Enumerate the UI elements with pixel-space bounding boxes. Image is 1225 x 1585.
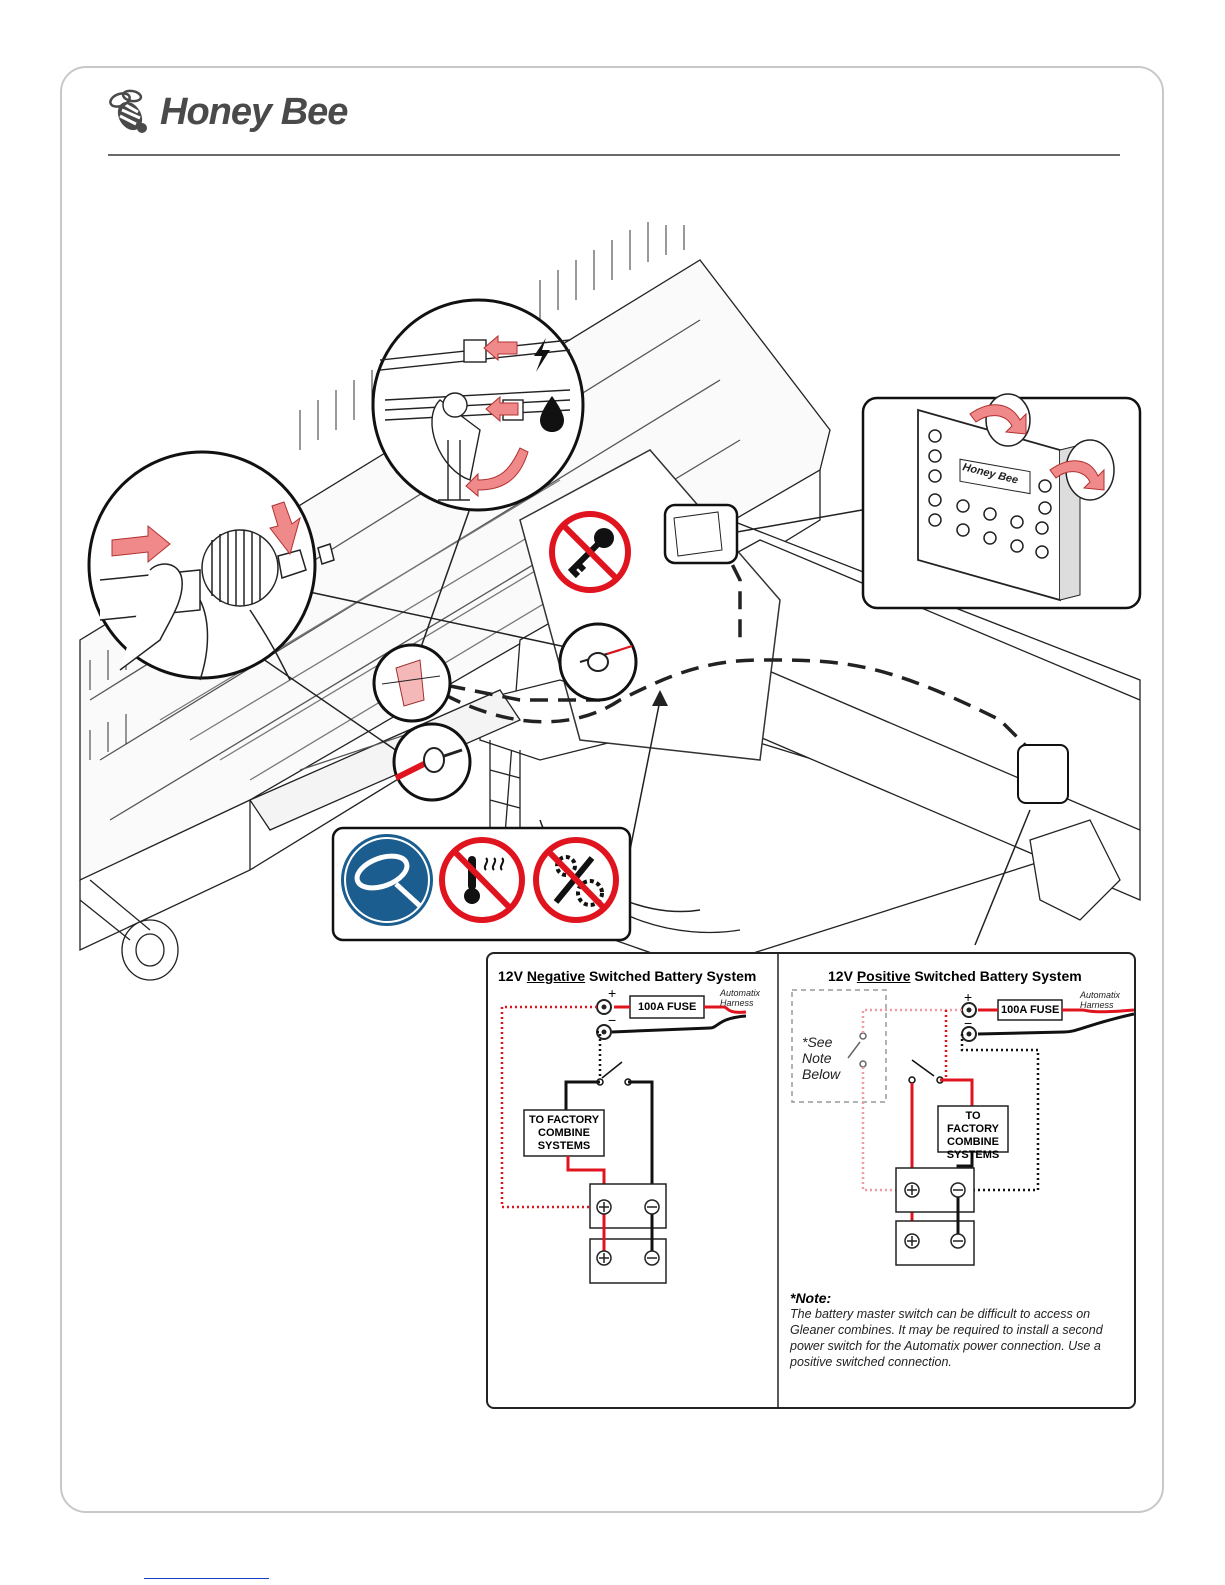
- factory-label-positive: TO FACTORY COMBINE SYSTEMS: [938, 1110, 1008, 1162]
- arrow-hydraulic: [485, 395, 519, 423]
- battery-wiring-diagram: 12V Negative Switched Battery System 12V…: [486, 952, 1136, 1409]
- wiring-schematic: + −: [500, 954, 1134, 1407]
- brand-name: Honey Bee: [160, 90, 348, 133]
- harness-line-1: Automatix: [720, 988, 761, 998]
- svg-text:−: −: [964, 1015, 972, 1031]
- controller-mount-callout: [663, 503, 863, 565]
- bee-logo-icon: [109, 89, 147, 133]
- connector-detail-callout: [372, 643, 452, 723]
- no-key-icon: [549, 511, 631, 593]
- factory-label-negative: TO FACTORY COMBINE SYSTEMS: [524, 1114, 604, 1153]
- negative-title-prefix: 12V: [498, 968, 527, 984]
- arrow-press-collar: [269, 501, 301, 556]
- fuse-label-negative: 100A FUSE: [638, 1001, 697, 1013]
- electric-bolt-icon: [534, 338, 550, 372]
- negative-title-suffix: Switched Battery System: [585, 968, 757, 984]
- battery-location-callout: [974, 744, 1069, 946]
- factory-line-3: SYSTEMS: [537, 1140, 591, 1152]
- note-body: The battery master switch can be difficu…: [790, 1307, 1103, 1369]
- harness-line-2: Harness: [720, 998, 754, 1008]
- pto-detail-callout: [392, 722, 472, 802]
- no-moving-parts-icon: [533, 837, 619, 923]
- brand-logo: Honey Bee: [108, 82, 348, 142]
- factory-line-3: SYSTEMS: [946, 1149, 1000, 1161]
- page-frame: [60, 66, 1164, 1513]
- positive-title-underlined: Positive: [856, 968, 911, 984]
- factory-line-1: TO FACTORY: [528, 1114, 600, 1126]
- harness-label-negative: Automatix Harness: [720, 988, 760, 1008]
- arrow-rotate-mount-1: [969, 404, 1027, 435]
- see-note-line-2: Note: [802, 1050, 832, 1066]
- arrow-electrical: [483, 334, 518, 362]
- factory-box-negative: [523, 1109, 605, 1157]
- no-heat-icon: [439, 837, 525, 923]
- negative-schematic: + −: [500, 985, 747, 1284]
- factory-line-2: COMBINE: [538, 1127, 590, 1139]
- harness-label-positive: Automatix Harness: [1080, 990, 1120, 1010]
- positive-title-suffix: Switched Battery System: [910, 968, 1082, 984]
- hydraulic-drop-icon: [540, 396, 564, 432]
- fuse-label-positive: 100A FUSE: [1001, 1004, 1060, 1016]
- header-rule: [108, 154, 1120, 156]
- cable-tie-icon: [341, 834, 433, 926]
- note-heading: *Note:: [790, 1290, 832, 1306]
- negative-title-underlined: Negative: [526, 968, 586, 984]
- plug-detail-callout: [558, 622, 638, 702]
- see-note-line-1: *See: [802, 1034, 833, 1050]
- arrow-rotate-mount-2: [1049, 460, 1105, 491]
- factory-box-positive: [937, 1105, 1009, 1153]
- safety-symbol-strip: [331, 826, 632, 942]
- harness-line-2: Harness: [1080, 1000, 1114, 1010]
- driveline-detail-callout: [87, 450, 581, 761]
- see-note-line-3: Below: [802, 1066, 841, 1082]
- negative-panel-title: 12V Negative Switched Battery System: [498, 968, 756, 984]
- svg-text:−: −: [608, 1012, 616, 1028]
- positive-schematic: + −: [791, 989, 1134, 1266]
- factory-line-1: TO FACTORY: [947, 1110, 999, 1135]
- arrow-push-driveline: [111, 524, 171, 564]
- see-note-label: *See Note Below: [802, 1034, 840, 1082]
- svg-text:+: +: [964, 989, 972, 1005]
- harness-line-1: Automatix: [1080, 990, 1121, 1000]
- footer-link-underline: [144, 1578, 269, 1579]
- positive-panel-title: 12V Positive Switched Battery System: [828, 968, 1082, 984]
- arrow-latch: [465, 447, 529, 498]
- factory-line-2: COMBINE: [947, 1136, 999, 1148]
- controller-panel-inset: Honey Bee: [861, 393, 1142, 610]
- positive-title-prefix: 12V: [828, 968, 857, 984]
- svg-text:+: +: [608, 985, 616, 1001]
- hitch-detail-callout: [371, 298, 585, 651]
